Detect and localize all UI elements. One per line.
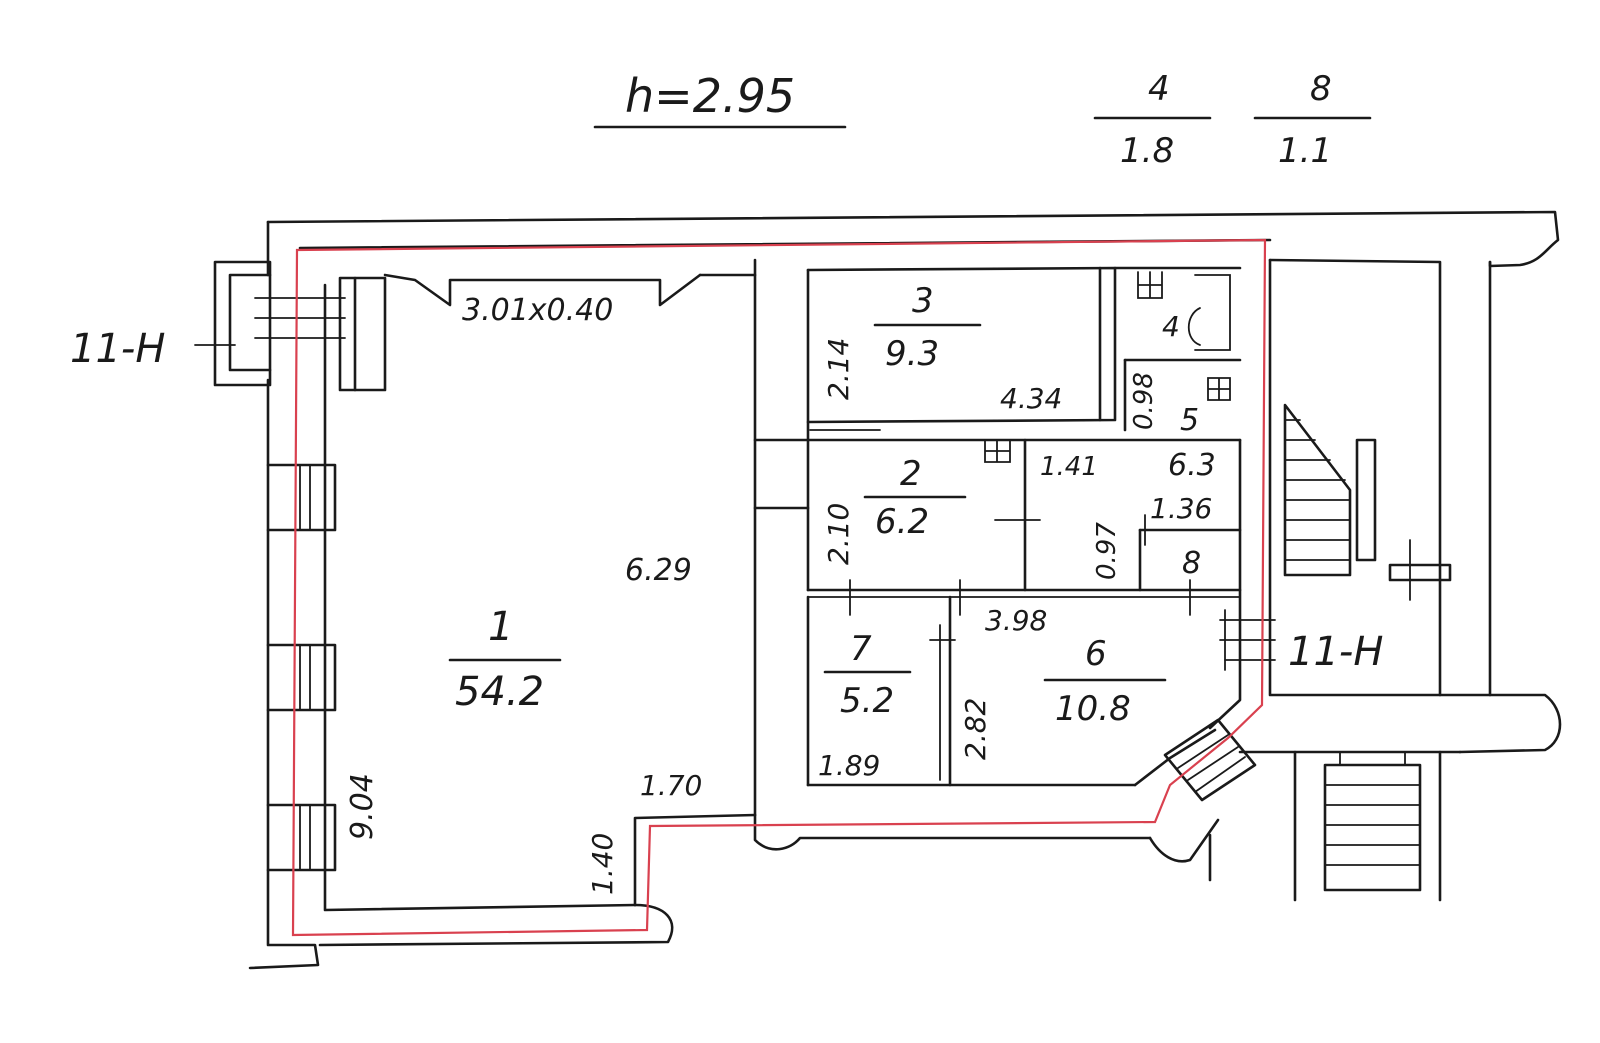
dim-1-41: 1.41 [1040, 452, 1098, 482]
room-2: 2 6.2 [863, 454, 967, 542]
top-niche [383, 273, 702, 307]
dim-1-70: 1.70 [640, 769, 702, 802]
dim-2-82: 2.82 [959, 698, 992, 760]
dim-9-04: 9.04 [345, 773, 380, 840]
dimension-labels: 6.29 9.04 1.70 1.40 2.14 4.34 2.10 1.41 … [345, 338, 1212, 895]
dim-1-89: 1.89 [818, 749, 880, 782]
dim-4-34: 4.34 [1000, 382, 1062, 415]
room-5-number: 5 [1180, 403, 1199, 438]
room-3-area: 9.3 [885, 334, 939, 374]
room-7-number: 7 [850, 629, 872, 669]
room-5: 5 6.3 [1168, 403, 1216, 483]
room-8: 8 [1182, 546, 1201, 581]
room-6: 6 10.8 [1043, 634, 1167, 729]
room-4-number: 4 [1162, 310, 1180, 343]
section-mark-left: 11-H [70, 326, 165, 372]
room-3: 3 9.3 [873, 281, 982, 374]
fraction-a-numerator: 4 [1148, 69, 1170, 109]
premises-boundary [291, 238, 1267, 937]
section-mark-right: 11-H [1288, 629, 1383, 675]
room-7: 7 5.2 [823, 629, 912, 721]
dim-6-29: 6.29 [625, 553, 692, 588]
fraction-a-denominator: 1.8 [1120, 131, 1174, 171]
room-6-number: 6 [1085, 634, 1107, 674]
room-8-number: 8 [1182, 546, 1201, 581]
ceiling-height-note: h=2.95 [625, 69, 795, 123]
dim-0-97: 0.97 [1092, 522, 1122, 580]
dim-2-10: 2.10 [822, 503, 855, 565]
room-2-area: 6.2 [875, 502, 929, 542]
room-4: 4 [1162, 310, 1180, 343]
room-5-area: 6.3 [1168, 448, 1216, 483]
dim-0-98: 0.98 [1129, 372, 1159, 430]
stair-block [1283, 403, 1452, 892]
room-7-area: 5.2 [840, 681, 894, 721]
fraction-b-denominator: 1.1 [1278, 131, 1332, 171]
room-1-area: 54.2 [455, 669, 544, 715]
dim-1-36: 1.36 [1150, 492, 1212, 525]
room-6-area: 10.8 [1055, 689, 1131, 729]
dim-3-98: 3.98 [985, 604, 1047, 637]
left-windows [213, 260, 387, 872]
room-2-number: 2 [900, 454, 922, 494]
dim-2-14: 2.14 [822, 338, 855, 400]
room-1-number: 1 [488, 604, 513, 650]
fraction-b-numerator: 8 [1310, 69, 1332, 109]
dim-1-40: 1.40 [586, 833, 619, 895]
niche-dimension: 3.01x0.40 [462, 293, 613, 328]
room-3-number: 3 [912, 281, 934, 321]
room-1: 1 54.2 [448, 604, 562, 715]
interior-partitions [753, 266, 1276, 802]
